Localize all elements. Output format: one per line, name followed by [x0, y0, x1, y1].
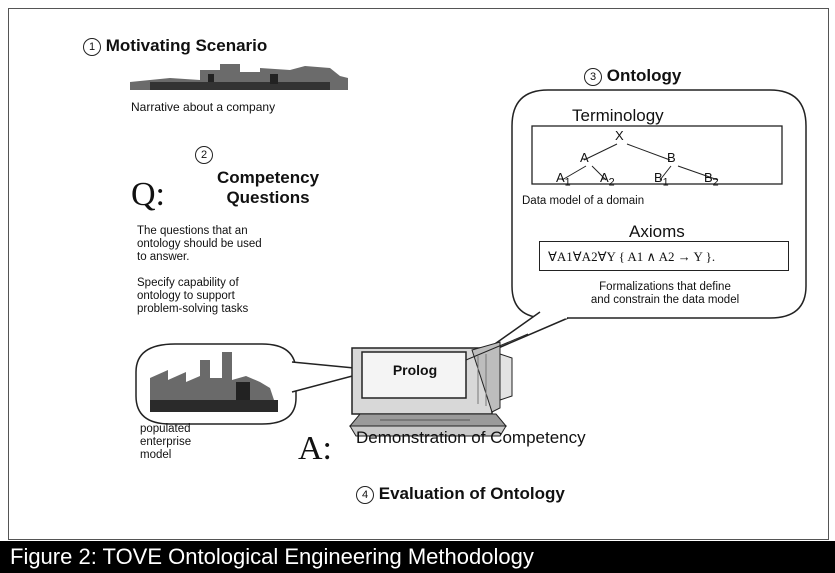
step4-title: Evaluation of Ontology: [378, 484, 565, 503]
leaf-base: A: [600, 170, 609, 185]
factory-icon: [150, 352, 278, 412]
desc2-line: problem-solving tasks: [137, 303, 249, 315]
tree-leaf: A2: [600, 170, 615, 189]
step3-heading: 3 Ontology: [584, 66, 681, 86]
axiom-formula-box: ∀A1∀A2∀Y { A1 ∧ A2 → Y }.: [539, 241, 789, 271]
desc2-line: Specify capability of: [137, 277, 239, 289]
desc1-line: The questions that an: [137, 225, 248, 237]
tree-edge: [677, 165, 719, 181]
leaf-base: B: [704, 170, 713, 185]
formalization-line: Formalizations that define: [599, 281, 731, 293]
step1-description: Narrative about a company: [131, 100, 276, 114]
leaf-sub: 2: [712, 176, 719, 189]
leaf-sub: 1: [662, 176, 669, 189]
step2-description-1: The questions that an ontology should be…: [137, 225, 262, 264]
q-label: Q:: [131, 176, 165, 213]
populated-line: enterprise: [140, 436, 192, 448]
axioms-label: Axioms: [629, 222, 685, 241]
company-skyline-icon: [130, 64, 348, 90]
leaf-base: A: [556, 170, 565, 185]
desc2-line: ontology to support: [137, 290, 235, 302]
tree-edge: [626, 143, 671, 161]
prolog-label: Prolog: [392, 362, 438, 378]
link-line: [465, 333, 529, 361]
step2-title: Competency Questions: [217, 168, 319, 208]
step2-description-2: Specify capability of ontology to suppor…: [137, 277, 248, 316]
tree-node-a: A: [580, 150, 589, 165]
populated-line: model: [140, 449, 172, 461]
a-label: A:: [298, 430, 332, 467]
leaf-sub: 1: [564, 176, 571, 189]
step4-heading: 4 Evaluation of Ontology: [356, 484, 565, 504]
step2-title-line1: Competency: [217, 168, 320, 187]
tree-leaf: B2: [704, 170, 719, 189]
populated-model-label: populated enterprise model: [140, 423, 191, 462]
figure-caption: Figure 2: TOVE Ontological Engineering M…: [0, 541, 835, 573]
data-model-label: Data model of a domain: [522, 195, 645, 207]
tree-edge: [561, 165, 587, 181]
demonstration-label: Demonstration of Competency: [356, 428, 586, 447]
step1-number: 1: [83, 37, 101, 56]
tree-edge: [591, 165, 607, 181]
computer-monitor-icon: [348, 341, 513, 437]
step3-title: Ontology: [606, 66, 682, 85]
desc1-line: ontology should be used: [137, 238, 262, 250]
desc1-line: to answer.: [137, 251, 190, 263]
step2-number: 2: [195, 146, 213, 164]
populated-line: populated: [140, 423, 191, 435]
axiom-formula: ∀A1∀A2∀Y { A1 ∧ A2 → Y }.: [548, 249, 716, 264]
step1-heading: 1 Motivating Scenario: [83, 36, 267, 56]
step3-number: 3: [584, 67, 602, 86]
leaf-base: B: [654, 170, 663, 185]
tree-edge: [583, 143, 618, 161]
formalization-text: Formalizations that define and constrain…: [540, 281, 790, 307]
tree-leaf: A1: [556, 170, 571, 189]
tree-leaf: B1: [654, 170, 669, 189]
terminology-label: Terminology: [572, 106, 664, 125]
leaf-sub: 2: [608, 176, 615, 189]
tree-edge: [659, 165, 672, 181]
step2-number-wrap: 2: [195, 146, 213, 164]
formalization-line: and constrain the data model: [590, 294, 740, 306]
step2-title-line2: Questions: [226, 188, 310, 207]
step4-number: 4: [356, 485, 374, 504]
step1-title: Motivating Scenario: [105, 36, 268, 55]
tree-node-root: X: [615, 128, 624, 143]
tree-node-b: B: [667, 150, 676, 165]
